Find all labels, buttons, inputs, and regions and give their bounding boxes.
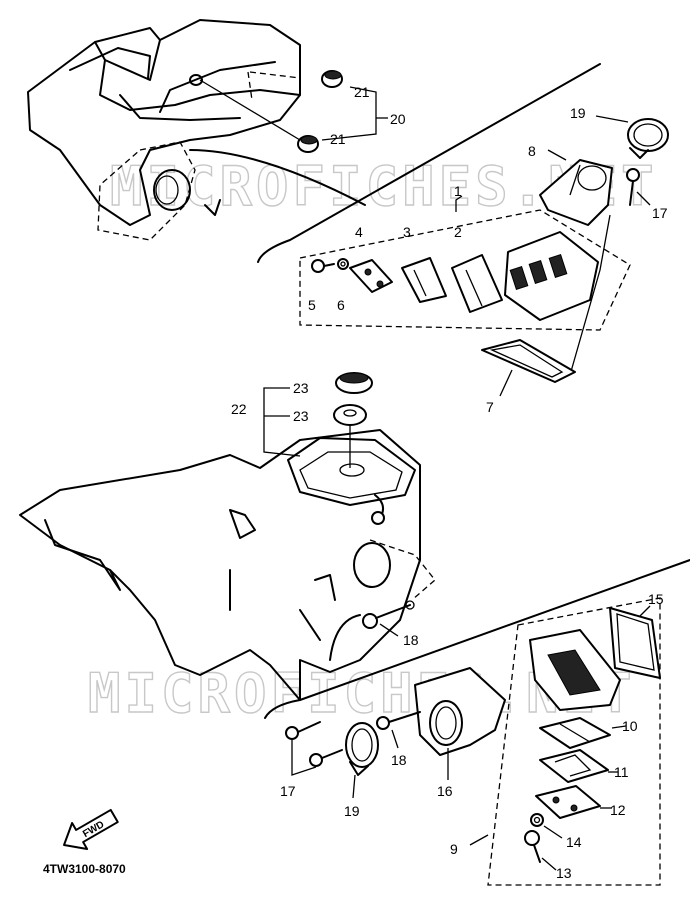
- tank-hose: [329, 614, 361, 661]
- leader-10: [611, 725, 627, 729]
- callout-23-upper: 23: [293, 380, 309, 396]
- leader-18-lower: [391, 729, 399, 749]
- reed-valve-body: [504, 231, 599, 321]
- callout-12: 12: [610, 802, 626, 818]
- bolt-5: [311, 259, 335, 273]
- callout-17-bottom: 17: [280, 783, 296, 799]
- leader-13: [541, 857, 557, 871]
- reed-10: [539, 717, 611, 749]
- washer-14: [530, 813, 544, 827]
- reed-3: [401, 257, 447, 303]
- part-number: 4TW3100-8070: [43, 862, 126, 876]
- gasket-15: [609, 607, 661, 679]
- leader-8: [547, 149, 567, 161]
- leader-15: [639, 605, 651, 617]
- grommet-21-lower: [297, 135, 319, 153]
- callout-1: 1: [454, 183, 462, 199]
- bolt-17-lower-b: [309, 749, 343, 767]
- callout-19-top: 19: [570, 105, 586, 121]
- callout-17-top: 17: [652, 205, 668, 221]
- clamp-19-top: [627, 118, 669, 159]
- bolt-13: [524, 830, 541, 863]
- bolt-18-middle: [362, 600, 415, 629]
- callout-5: 5: [308, 297, 316, 313]
- callout-22: 22: [231, 401, 247, 417]
- stopper-12: [535, 785, 601, 819]
- leader-14: [543, 825, 563, 839]
- divider-line-bottom: [264, 559, 690, 719]
- callout-7: 7: [486, 399, 494, 415]
- grommet-21-upper: [321, 70, 343, 88]
- callout-11: 11: [614, 764, 629, 780]
- grommet-23-lower: [333, 404, 367, 426]
- airbox-upper: [27, 19, 366, 241]
- intake-joint-8: [539, 159, 613, 226]
- clamp-19-lower: [345, 722, 379, 776]
- washer-6: [337, 258, 349, 270]
- callout-21-upper: 21: [354, 84, 370, 100]
- callout-4: 4: [355, 224, 363, 240]
- callout-23-lower: 23: [293, 408, 309, 424]
- callout-13: 13: [556, 865, 572, 881]
- intake-joint-16: [414, 667, 506, 756]
- leader-22-top: [263, 387, 290, 409]
- reed-2: [451, 254, 503, 313]
- leader-18-middle: [379, 623, 399, 637]
- gasket-7: [481, 339, 576, 383]
- bolt-17-lower-a: [285, 721, 321, 740]
- leader-1: [455, 195, 463, 212]
- divider-line-top: [257, 63, 601, 263]
- stopper-plate-4: [349, 259, 393, 293]
- leader-19-lower: [352, 774, 356, 799]
- leader-22: [263, 409, 301, 457]
- reed-11: [539, 749, 609, 783]
- leader-17-top: [636, 191, 651, 206]
- reed-valve-group-box: [299, 209, 631, 331]
- callout-6: 6: [337, 297, 345, 313]
- leader-21-line: [199, 79, 301, 141]
- reed-valve-set-box: [487, 597, 661, 886]
- callout-8: 8: [528, 143, 536, 159]
- leader-8-to-7: [569, 214, 611, 376]
- callout-14: 14: [566, 834, 582, 850]
- fwd-arrow-icon: FWD: [63, 808, 119, 850]
- callout-3: 3: [403, 224, 411, 240]
- callout-18-middle: 18: [403, 632, 419, 648]
- reed-valve-body-lower: [529, 629, 621, 711]
- callout-20: 20: [390, 111, 406, 127]
- callout-9: 9: [450, 841, 458, 857]
- callout-19-lower: 19: [344, 803, 360, 819]
- callout-16: 16: [437, 783, 453, 799]
- fuel-tank: [19, 429, 436, 701]
- grommet-23-upper: [335, 372, 373, 394]
- callout-10: 10: [622, 718, 638, 734]
- leader-21-20: [321, 86, 377, 141]
- callout-15: 15: [648, 591, 664, 607]
- bolt-18-lower: [376, 711, 421, 730]
- leader-17-lower: [291, 740, 317, 776]
- leader-7: [499, 369, 513, 397]
- leader-9: [469, 834, 489, 846]
- callout-2: 2: [454, 224, 462, 240]
- leader-19-top: [595, 115, 629, 123]
- callout-18-lower: 18: [391, 752, 407, 768]
- bolt-17-top: [626, 168, 640, 206]
- callout-21-lower: 21: [330, 131, 346, 147]
